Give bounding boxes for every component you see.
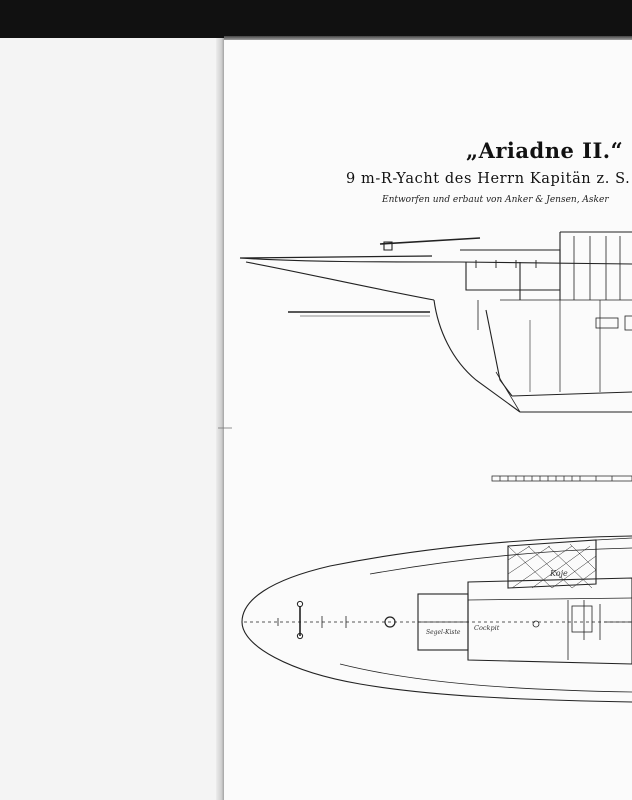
plan-sheet bbox=[224, 40, 632, 800]
page-fold-shadow bbox=[216, 38, 226, 800]
scale-bar bbox=[491, 475, 632, 482]
plan-label-cockpit: Cockpit bbox=[474, 624, 500, 632]
document-subtitle: 9 m-R-Yacht des Herrn Kapitän z. S. bbox=[346, 171, 631, 187]
left-blank-page bbox=[0, 38, 222, 800]
side-elevation bbox=[239, 231, 632, 413]
plan-label-segel-kiste: Segel-Kiste bbox=[426, 629, 461, 636]
document-title: „Ariadne II.“ bbox=[466, 138, 624, 163]
scanner-top-band bbox=[0, 0, 632, 38]
document-credit: Entworfen und erbaut von Anker & Jensen,… bbox=[382, 195, 609, 205]
plan-label-koje: Koje bbox=[549, 569, 568, 578]
deck-plan bbox=[241, 535, 632, 703]
sheet-top-edge bbox=[224, 36, 632, 42]
